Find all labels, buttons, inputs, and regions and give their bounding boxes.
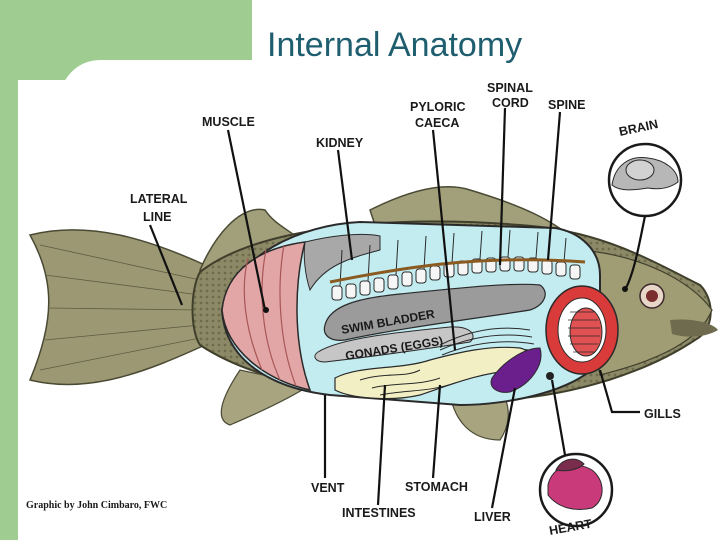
lateral-line-label-1: LATERAL <box>130 192 188 206</box>
muscle-segments <box>243 244 297 387</box>
gills-organ <box>545 285 619 375</box>
muscle-label: MUSCLE <box>202 115 255 129</box>
intestines-label: INTESTINES <box>342 506 416 520</box>
gills-label: GILLS <box>644 407 681 421</box>
spinal-cord <box>329 258 586 284</box>
tail-fin-rays <box>39 244 201 371</box>
anal-fin <box>449 394 509 441</box>
spine-label: SPINE <box>548 98 586 112</box>
kidney-organ <box>303 233 381 292</box>
spinal-cord-label-2: CORD <box>492 96 529 110</box>
slide-title: Internal Anatomy <box>267 26 523 64</box>
slide-corner-curve <box>60 60 320 120</box>
muscle-block <box>221 241 312 392</box>
graphic-credit: Graphic by John Cimbaro, FWC <box>26 500 167 511</box>
brain-marker-dot <box>622 286 628 292</box>
heart-inset <box>538 452 614 528</box>
brain-label: BRAIN <box>618 117 660 139</box>
kidney-label: KIDNEY <box>316 136 364 150</box>
leader-lines <box>148 107 647 509</box>
muscle-marker-dot <box>263 307 269 313</box>
liver-label: LIVER <box>474 510 511 524</box>
pyloric-caeca-label-1: PYLORIC <box>410 100 466 114</box>
tail-fin <box>28 229 206 386</box>
lateral-line-label-2: LINE <box>143 210 171 224</box>
stomach-label: STOMACH <box>405 480 468 494</box>
gonads-organ <box>314 326 474 363</box>
vent-label: VENT <box>311 481 345 495</box>
swim-bladder-organ <box>323 283 546 341</box>
brain-inset <box>607 142 683 218</box>
fish-mouth <box>670 319 718 337</box>
liver-organ <box>490 347 542 393</box>
green-accent-side <box>0 0 18 540</box>
pyloric-caeca-label-2: CAECA <box>415 116 459 130</box>
eye-pupil <box>646 290 658 302</box>
spinal-cord-label-1: SPINAL <box>487 81 533 95</box>
heart-marker-dot <box>546 372 554 380</box>
intestine-loops <box>359 369 456 396</box>
